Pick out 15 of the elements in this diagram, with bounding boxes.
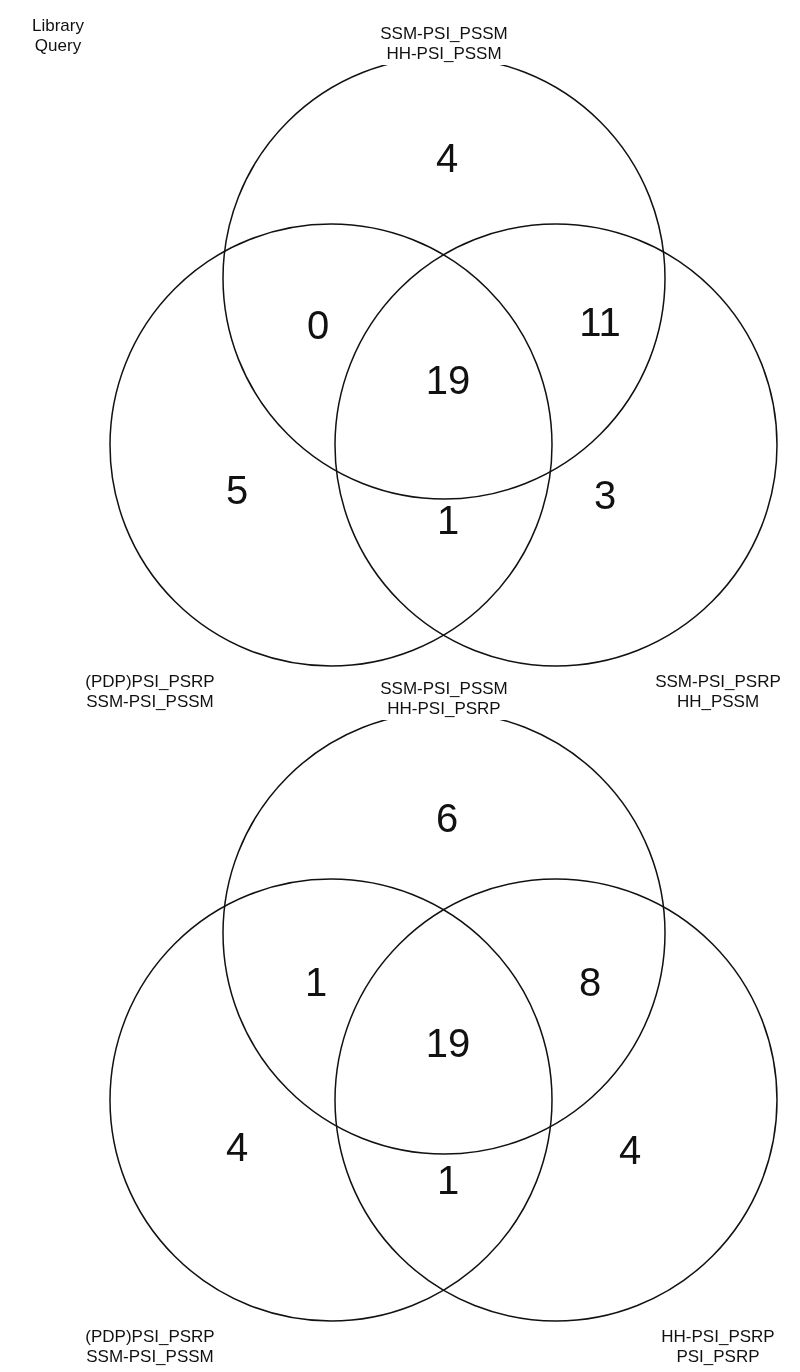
region-count: 19 <box>425 1021 471 1065</box>
region-count: 0 <box>306 303 330 347</box>
region-count: 5 <box>225 468 249 512</box>
region-count: 19 <box>425 358 471 402</box>
legend-note: Library Query <box>31 16 85 56</box>
region-count: 1 <box>436 1158 460 1202</box>
region-count: 4 <box>618 1128 642 1172</box>
region-count: 4 <box>225 1125 249 1169</box>
region-count: 11 <box>579 300 621 344</box>
region-count: 1 <box>304 960 328 1004</box>
region-count: 1 <box>436 498 460 542</box>
region-count: 3 <box>593 473 617 517</box>
region-count: 4 <box>435 136 459 180</box>
region-count: 6 <box>435 796 459 840</box>
region-count: 8 <box>578 960 602 1004</box>
